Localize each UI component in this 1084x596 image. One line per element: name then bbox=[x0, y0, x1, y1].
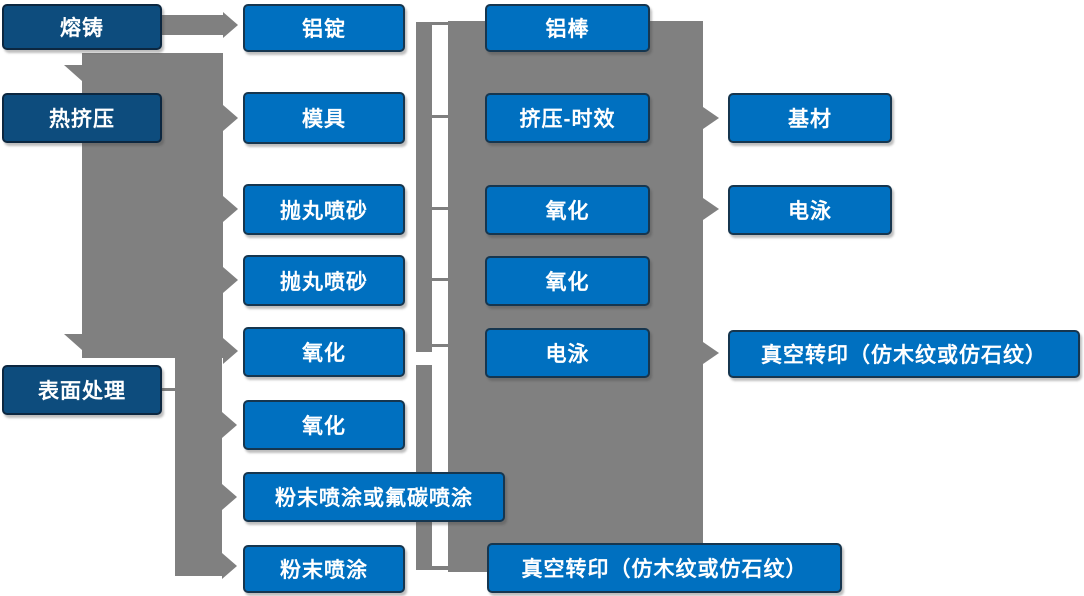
arrowhead-to-powder-coating bbox=[222, 553, 237, 579]
rung-row-vacuum-transfer-bottom bbox=[432, 566, 448, 570]
node-electrophoresis-2: 电泳 bbox=[728, 185, 892, 235]
arrowhead-to-shot-blast-2 bbox=[223, 267, 238, 293]
node-electrophoresis-1: 电泳 bbox=[485, 328, 650, 378]
node-vacuum-transfer-right: 真空转印（仿木纹或仿石纹） bbox=[728, 330, 1080, 378]
arrowhead-to-base-material bbox=[703, 107, 719, 129]
node-al-ingot: 铝锭 bbox=[243, 4, 405, 52]
node-surface-treatment: 表面处理 bbox=[2, 365, 162, 415]
node-mold: 模具 bbox=[243, 92, 405, 144]
node-oxidation-4: 氧化 bbox=[485, 256, 650, 306]
connector-surface-treatment-link bbox=[162, 388, 175, 391]
arrowhead-to-oxidation-1 bbox=[223, 338, 238, 364]
arrowhead-to-oxidation-2 bbox=[222, 412, 237, 438]
node-extrusion-aging: 挤压-时效 bbox=[485, 93, 650, 143]
arrowhead-to-al-ingot bbox=[223, 12, 238, 38]
rung-row-oxidation-3 bbox=[432, 207, 448, 210]
arrowhead-to-powder-or-fluorocarbon bbox=[222, 484, 237, 510]
rung-row-electrophoresis-1 bbox=[432, 344, 448, 347]
node-oxidation-3: 氧化 bbox=[485, 185, 650, 235]
arrowhead-to-electrophoresis-2 bbox=[703, 198, 719, 220]
connector-mid-bar-upper bbox=[416, 22, 432, 352]
node-powder-or-fluorocarbon: 粉末喷涂或氟碳喷涂 bbox=[243, 472, 505, 522]
arrowhead-to-vacuum-transfer-right bbox=[703, 342, 719, 364]
arrowhead-to-mold bbox=[223, 105, 238, 131]
node-shot-blast-1: 抛丸喷砂 bbox=[243, 184, 405, 235]
node-hot-extrusion: 热挤压 bbox=[2, 93, 162, 143]
arrowhead-to-surface-treatment bbox=[64, 334, 100, 350]
node-powder-coating: 粉末喷涂 bbox=[243, 545, 405, 593]
connector-mid-bar-lower bbox=[416, 365, 432, 570]
node-oxidation-2: 氧化 bbox=[243, 400, 405, 450]
node-vacuum-transfer-bottom: 真空转印（仿木纹或仿石纹） bbox=[487, 543, 842, 593]
rung-row-oxidation-4 bbox=[432, 278, 448, 281]
node-melt-cast: 熔铸 bbox=[2, 4, 162, 50]
connector-left-trunk-lower bbox=[175, 358, 222, 576]
node-shot-blast-2: 抛丸喷砂 bbox=[243, 255, 405, 306]
arrowhead-to-shot-blast-1 bbox=[223, 196, 238, 222]
rung-row-extrusion-aging bbox=[432, 115, 448, 118]
rung-row-al-rod bbox=[432, 22, 448, 25]
arrowhead-to-hot-extrusion bbox=[64, 65, 100, 81]
node-base-material: 基材 bbox=[728, 93, 892, 143]
node-oxidation-1: 氧化 bbox=[243, 327, 405, 377]
node-al-rod: 铝棒 bbox=[485, 4, 650, 52]
